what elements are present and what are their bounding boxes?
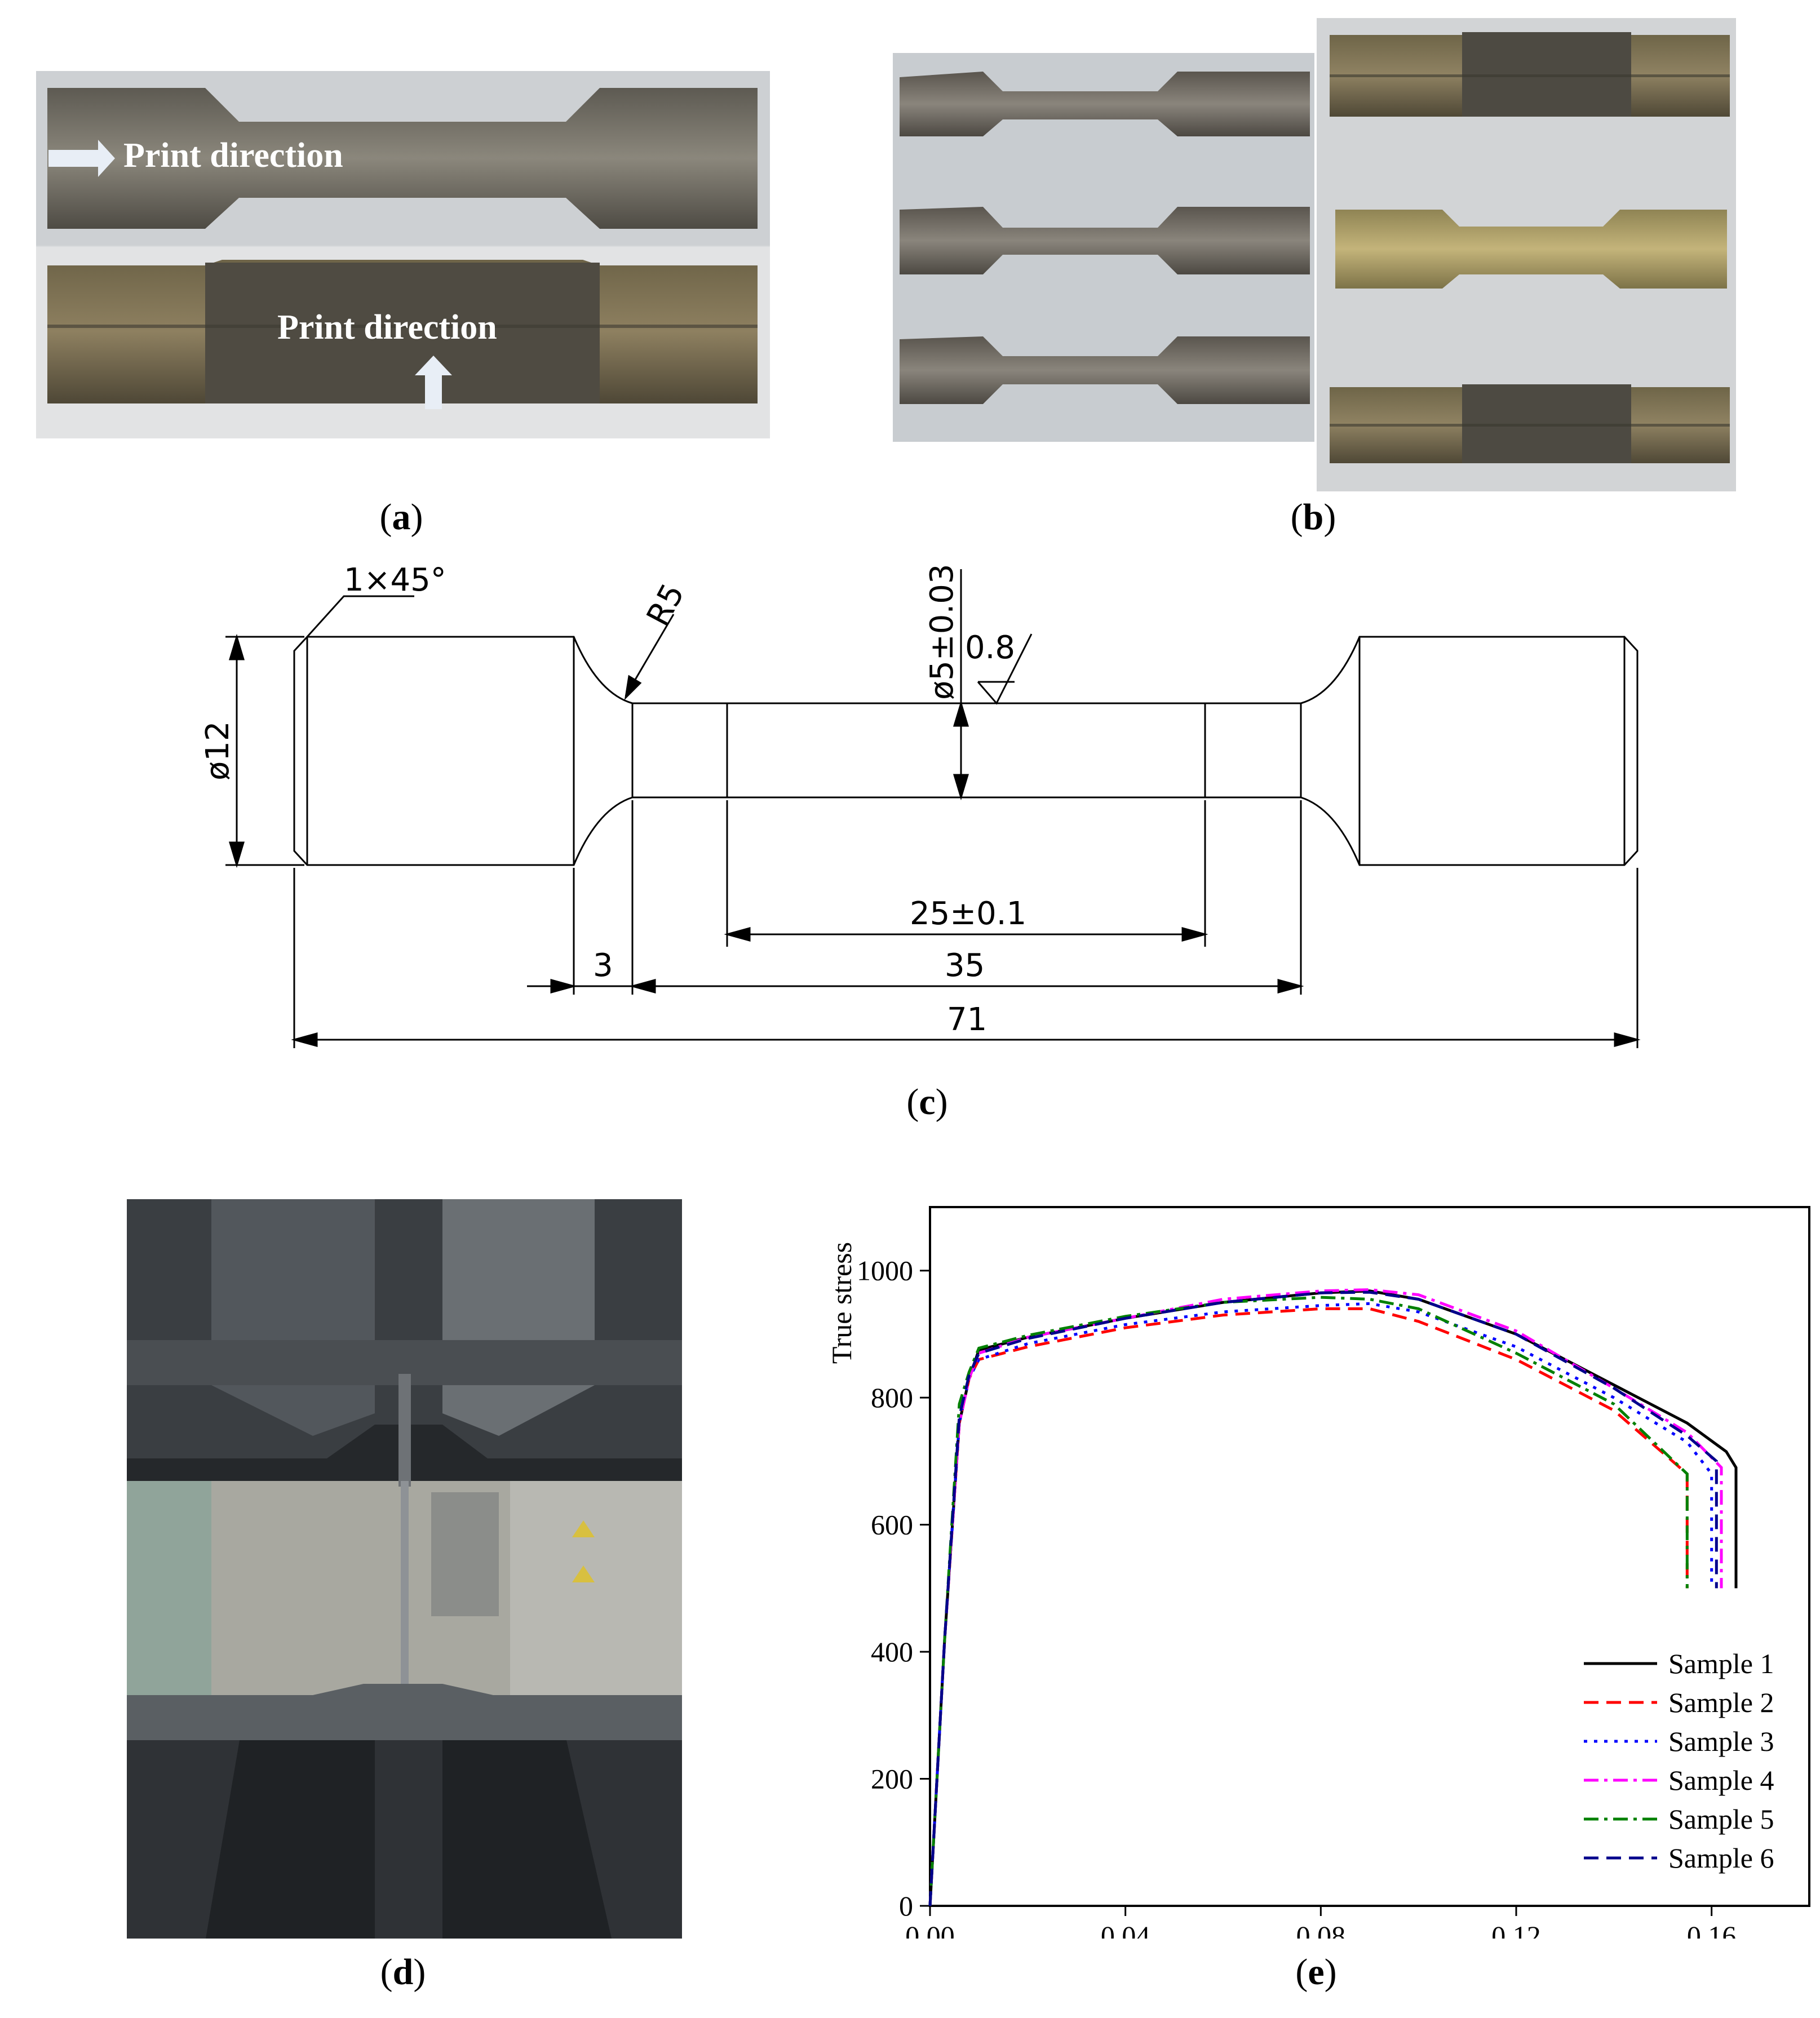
panel-e-chart: 0.00 0.04 0.08 0.12 0.16 0 200 400 600 800 1000Tru… <box>826 1206 1810 1939</box>
panel-b-caption: (b) <box>1290 496 1336 538</box>
specimen-outline <box>293 636 1639 866</box>
print-direction-arrow-right-icon <box>48 140 115 177</box>
panel-b-specimens <box>893 18 1736 491</box>
dim-gauge-length: 25±0.1 <box>910 895 1026 932</box>
x-tick-label: 0.04 <box>1101 1920 1150 1939</box>
y-tick-label: 0 <box>899 1890 913 1922</box>
panel-d-test-machine <box>127 1199 682 1939</box>
x-tick-label: 0.12 <box>1491 1920 1541 1939</box>
legend-label-2: Sample 2 <box>1668 1687 1774 1718</box>
panel-a-label-top: Print direction <box>123 136 343 175</box>
y-tick-label: 800 <box>871 1382 913 1413</box>
dim-gauge-diameter: ø5±0.03 <box>924 564 960 700</box>
plot-frame <box>929 1206 1810 1907</box>
panel-a-photo: Print direction Print direction <box>36 71 770 438</box>
legend-label-3: Sample 3 <box>1668 1726 1774 1757</box>
series-line-1 <box>928 1289 1738 1906</box>
dim-reduced-length: 35 <box>945 947 985 984</box>
legend-label-6: Sample 6 <box>1668 1842 1774 1874</box>
legend-label-5: Sample 5 <box>1668 1803 1774 1835</box>
legend-label-1: Sample 1 <box>1668 1648 1774 1679</box>
y-axis-title: True stress <box>826 1242 857 1364</box>
y-tick-label: 200 <box>871 1763 913 1795</box>
series-line-2 <box>928 1307 1689 1906</box>
print-direction-arrow-up-icon <box>415 356 452 409</box>
dim-roughness: 0.8 <box>965 629 1015 666</box>
panel-a-specimens <box>36 71 770 438</box>
legend-label-4: Sample 4 <box>1668 1764 1774 1796</box>
y-tick-label: 1000 <box>857 1255 913 1287</box>
panel-d-caption: (d) <box>380 1952 426 1993</box>
dim-fillet-length: 3 <box>593 947 613 984</box>
panel-c-caption: (c) <box>906 1081 948 1123</box>
panel-b-photo <box>893 18 1736 491</box>
panel-a-label-bottom: Print direction <box>277 308 497 347</box>
x-tick-label: 0.00 <box>905 1920 955 1939</box>
x-tick-label: 0.16 <box>1687 1920 1737 1939</box>
panel-d-photo <box>127 1199 682 1939</box>
dim-total-length: 71 <box>947 1001 987 1038</box>
y-tick-label: 600 <box>871 1509 913 1541</box>
x-tick-label: 0.08 <box>1296 1920 1346 1939</box>
y-tick-label: 400 <box>871 1636 913 1667</box>
dim-grip-diameter: ø12 <box>200 721 236 780</box>
series-line-5 <box>928 1296 1689 1906</box>
panel-e-caption: (e) <box>1295 1952 1337 1993</box>
panel-c-drawing: 1×45° R5 ø5±0.03 0.8 ø12 25±0.1 35 3 71 <box>200 562 1641 1048</box>
dim-chamfer: 1×45° <box>344 562 446 598</box>
series-line-6 <box>928 1290 1718 1906</box>
panel-a-caption: (a) <box>379 496 423 538</box>
dim-radius: R5 <box>640 578 692 632</box>
